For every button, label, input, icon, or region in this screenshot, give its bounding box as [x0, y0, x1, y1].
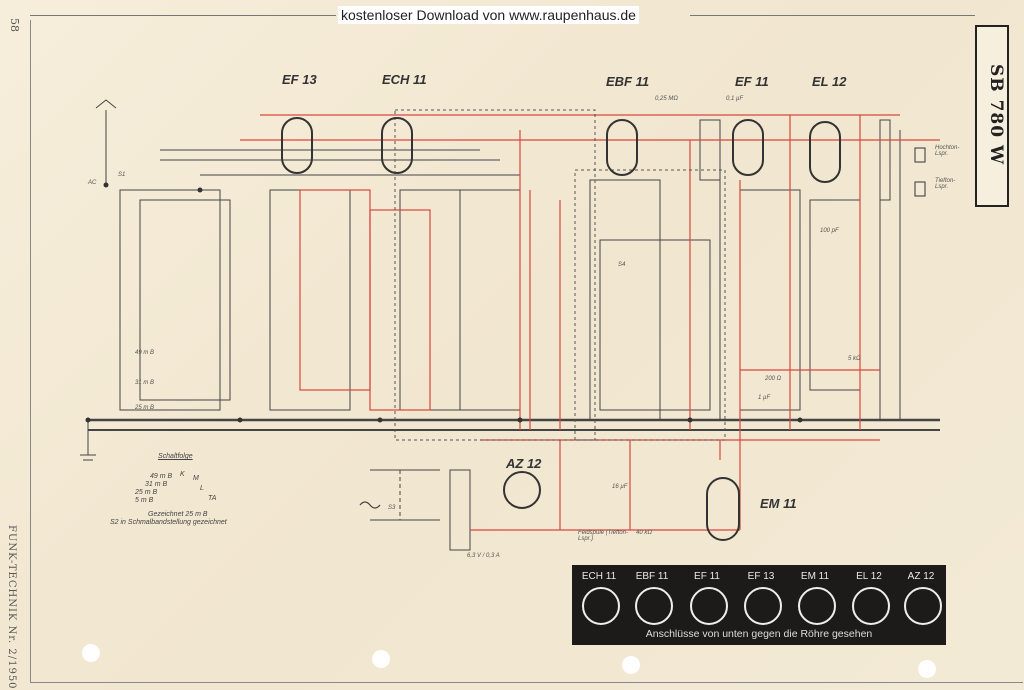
- legend-pos-l: L: [200, 485, 204, 492]
- resistor-40k-label: 40 kΩ: [636, 530, 652, 536]
- legend-pos-25m: 25 m B: [135, 489, 158, 496]
- tube-ebf11-symbol: [606, 119, 638, 176]
- banner-rule-right: [690, 15, 975, 16]
- field-coil-label: Feldspule (Tiefton-Lspr.): [578, 530, 628, 542]
- legend-pos-m: M: [193, 475, 199, 482]
- legend-pos-49m: 49 m B: [150, 473, 173, 480]
- tube-label-ebf11: EBF 11: [606, 74, 650, 89]
- model-title: SB 780 W: [986, 64, 1006, 166]
- socket-em11-icon: [798, 587, 836, 625]
- capacitor-01-label: 0,1 µF: [726, 96, 744, 102]
- heater-label: 6,3 V / 0,3 A: [467, 553, 500, 559]
- pin-label-ech11: ECH 11: [581, 571, 617, 582]
- switch-s3-label: S3: [388, 505, 396, 511]
- legend-title: Schaltfolge: [158, 453, 193, 460]
- socket-az12-icon: [904, 587, 942, 625]
- switch-sequence-legend: Schaltfolge 49 m B 31 m B 25 m B 5 m B K…: [100, 445, 280, 526]
- journal-reference: FUNK-TECHNIK Nr. 2/1950: [6, 525, 17, 690]
- pinout-caption: Anschlüsse von unten gegen die Röhre ges…: [645, 628, 873, 640]
- tube-label-az12: AZ 12: [506, 456, 542, 471]
- download-banner[interactable]: kostenloser Download von www.raupenhaus.…: [338, 6, 639, 24]
- tube-az12-symbol: [503, 471, 541, 509]
- capacitor-1uf-label: 1 µF: [758, 395, 771, 401]
- pin-label-ef11: EF 11: [694, 571, 720, 582]
- legend-note-drawn: Gezeichnet 25 m B: [148, 511, 208, 518]
- legend-pos-k: K: [180, 471, 185, 478]
- binder-hole-1: [82, 644, 100, 662]
- switch-s4-label: S4: [618, 262, 626, 268]
- binder-hole-3: [622, 656, 640, 674]
- resistor-5k-label: 5 kΩ: [848, 356, 861, 362]
- tube-pinout-panel: ECH 11 EBF 11 EF 11 EF 13 EM 11 EL 12 AZ…: [572, 565, 946, 645]
- band-31-label: 31 m B: [135, 380, 155, 386]
- speakers: [914, 147, 926, 197]
- pin-label-el12: EL 12: [856, 571, 882, 582]
- legend-pos-31m: 31 m B: [145, 481, 168, 488]
- tube-label-em11: EM 11: [760, 496, 797, 511]
- socket-el12-icon: [852, 587, 890, 625]
- legend-pos-5m: 5 m B: [135, 497, 154, 504]
- socket-ebf11-icon: [635, 587, 673, 625]
- binder-hole-2: [372, 650, 390, 668]
- pin-label-az12: AZ 12: [907, 571, 935, 582]
- tube-label-ef11: EF 11: [735, 74, 769, 89]
- page-number: 58: [8, 18, 21, 32]
- legend-note-s2: S2 in Schmalbandstellung gezeichnet: [110, 519, 227, 526]
- filter-cap-label: 16 µF: [612, 484, 628, 490]
- socket-ech11-icon: [582, 587, 620, 625]
- tube-label-el12: EL 12: [812, 74, 847, 89]
- resistor-200-label: 200 Ω: [765, 376, 782, 382]
- tube-em11-symbol: [706, 477, 740, 541]
- tube-ef13-symbol: [281, 117, 313, 174]
- banner-rule-left: [30, 15, 336, 16]
- tube-label-ech11: ECH 11: [382, 72, 427, 87]
- binder-hole-4: [918, 660, 936, 678]
- tube-envelopes: [281, 117, 841, 541]
- pin-label-em11: EM 11: [800, 571, 830, 582]
- speaker-high-label: Hochton-Lspr.: [935, 145, 960, 157]
- band-25-label: 25 m B: [135, 405, 155, 411]
- band-49-label: 49 m B: [135, 350, 155, 356]
- antenna-ac-label: AC: [88, 180, 97, 186]
- tube-ech11-symbol: [381, 117, 413, 174]
- speaker-low-label: Tiefton-Lspr.: [935, 178, 956, 190]
- tube-label-ef13: EF 13: [282, 72, 317, 87]
- legend-pos-ta: TA: [208, 495, 217, 502]
- pin-label-ef13: EF 13: [747, 571, 775, 582]
- junction-dots: [85, 182, 803, 423]
- switch-s1-label: S1: [118, 172, 126, 178]
- resistor-025-label: 0,25 MΩ: [655, 96, 678, 102]
- shield-outline: [394, 109, 726, 441]
- socket-ef13-icon: [744, 587, 782, 625]
- capacitor-100-label: 100 pF: [820, 228, 839, 234]
- tube-ef11-symbol: [732, 119, 764, 176]
- model-box: [975, 25, 1009, 207]
- socket-ef11-icon: [690, 587, 728, 625]
- tube-el12-symbol: [809, 121, 841, 183]
- page-frame: [30, 20, 1023, 683]
- pin-label-ebf11: EBF 11: [635, 571, 669, 582]
